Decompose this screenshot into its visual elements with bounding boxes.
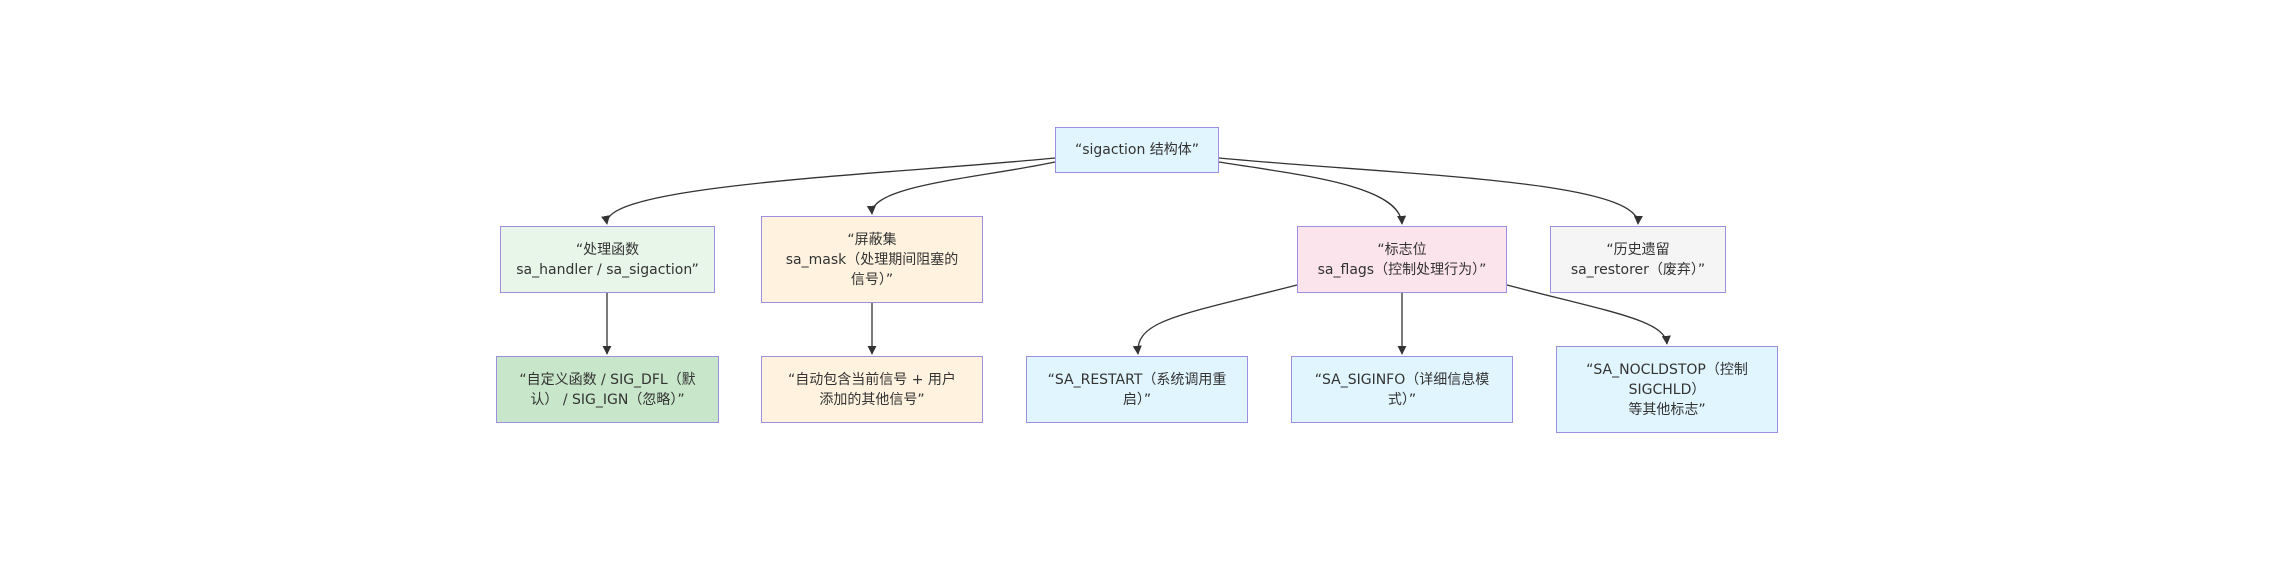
edge-root-to-restorer [1218, 157, 1643, 225]
node-flag-siginfo-label: “SA_SIGINFO（详细信息模 式）” [1314, 371, 1490, 408]
node-flags: “标志位 sa_flags（控制处理行为）” [1297, 226, 1507, 293]
node-restorer-label: “历史遗留 sa_restorer（废弃）” [1570, 241, 1706, 278]
node-flag-nocldstop-label: “SA_NOCLDSTOP（控制 SIGCHLD） 等其他标志” [1586, 361, 1748, 418]
node-root-label: “sigaction 结构体” [1074, 142, 1200, 158]
node-flag-restart-label: “SA_RESTART（系统调用重 启）” [1047, 371, 1227, 408]
node-mask-detail-label: “自动包含当前信号 + 用户 添加的其他信号” [788, 371, 956, 408]
node-flags-label: “标志位 sa_flags（控制处理行为）” [1317, 241, 1487, 278]
edge-root-to-handler [601, 157, 1056, 225]
node-handler-label: “处理函数 sa_handler / sa_sigaction” [516, 241, 699, 278]
edge-flags-to-nocldstop [1506, 284, 1671, 345]
node-mask-detail: “自动包含当前信号 + 用户 添加的其他信号” [761, 356, 983, 423]
node-flag-siginfo: “SA_SIGINFO（详细信息模 式）” [1291, 356, 1513, 423]
edge-root-to-mask [866, 161, 1056, 215]
node-handler: “处理函数 sa_handler / sa_sigaction” [500, 226, 715, 293]
node-handler-values: “自定义函数 / SIG_DFL（默 认） / SIG_IGN（忽略）” [496, 356, 719, 423]
node-mask: “屏蔽集 sa_mask（处理期间阻塞的 信号）” [761, 216, 983, 303]
node-restorer: “历史遗留 sa_restorer（废弃）” [1550, 226, 1726, 293]
node-handler-values-label: “自定义函数 / SIG_DFL（默 认） / SIG_IGN（忽略）” [519, 371, 696, 408]
node-mask-label: “屏蔽集 sa_mask（处理期间阻塞的 信号）” [785, 231, 959, 288]
node-flag-restart: “SA_RESTART（系统调用重 启）” [1026, 356, 1248, 423]
edge-root-to-flags [1218, 161, 1407, 225]
node-flag-nocldstop: “SA_NOCLDSTOP（控制 SIGCHLD） 等其他标志” [1556, 346, 1778, 433]
node-root-sigaction: “sigaction 结构体” [1055, 127, 1219, 173]
edge-flags-to-restart [1132, 284, 1298, 355]
